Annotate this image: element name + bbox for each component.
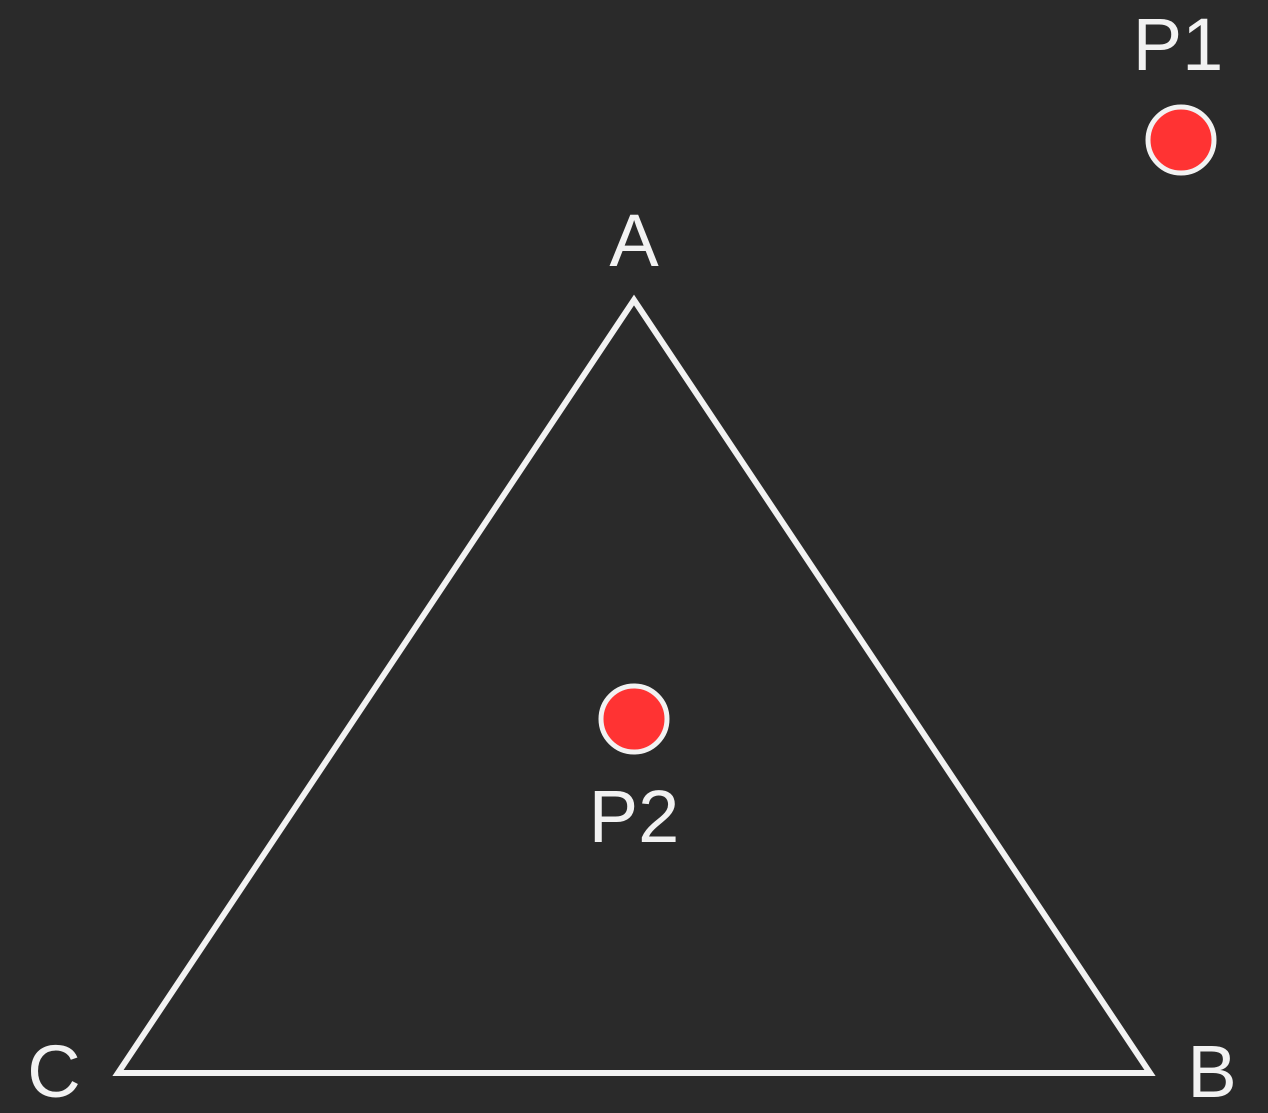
point-label-p2: P2	[589, 775, 680, 858]
triangle-outline	[112, 294, 1156, 1076]
point-p1	[1145, 104, 1217, 176]
vertex-label-b: B	[1187, 1030, 1236, 1113]
vertex-label-a: A	[609, 199, 659, 282]
point-label-p1: P1	[1133, 3, 1224, 86]
point-p2	[598, 683, 670, 755]
vertex-label-c: C	[27, 1030, 80, 1113]
